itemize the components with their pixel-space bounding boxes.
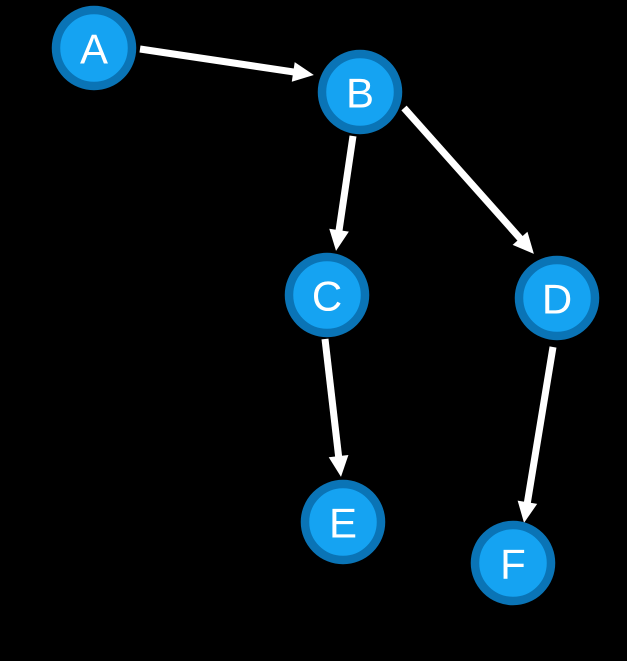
node-circle[interactable] bbox=[514, 255, 600, 341]
node-C[interactable]: C bbox=[284, 252, 370, 338]
node-D[interactable]: D bbox=[514, 255, 600, 341]
node-F[interactable]: F bbox=[470, 520, 556, 606]
edge-D-F bbox=[517, 346, 557, 523]
edge-B-D bbox=[401, 105, 534, 254]
node-E[interactable]: E bbox=[300, 479, 386, 565]
node-A[interactable]: A bbox=[51, 5, 137, 91]
edge-C-E bbox=[321, 338, 349, 477]
node-B[interactable]: B bbox=[317, 49, 403, 135]
edges-layer bbox=[139, 45, 557, 523]
node-circle[interactable] bbox=[470, 520, 556, 606]
node-circle[interactable] bbox=[284, 252, 370, 338]
node-circle[interactable] bbox=[51, 5, 137, 91]
node-circle[interactable] bbox=[317, 49, 403, 135]
nodes-layer: A B C D EF bbox=[51, 5, 600, 606]
edge-A-B bbox=[139, 45, 314, 82]
edge-B-C bbox=[329, 135, 357, 251]
node-circle[interactable] bbox=[300, 479, 386, 565]
